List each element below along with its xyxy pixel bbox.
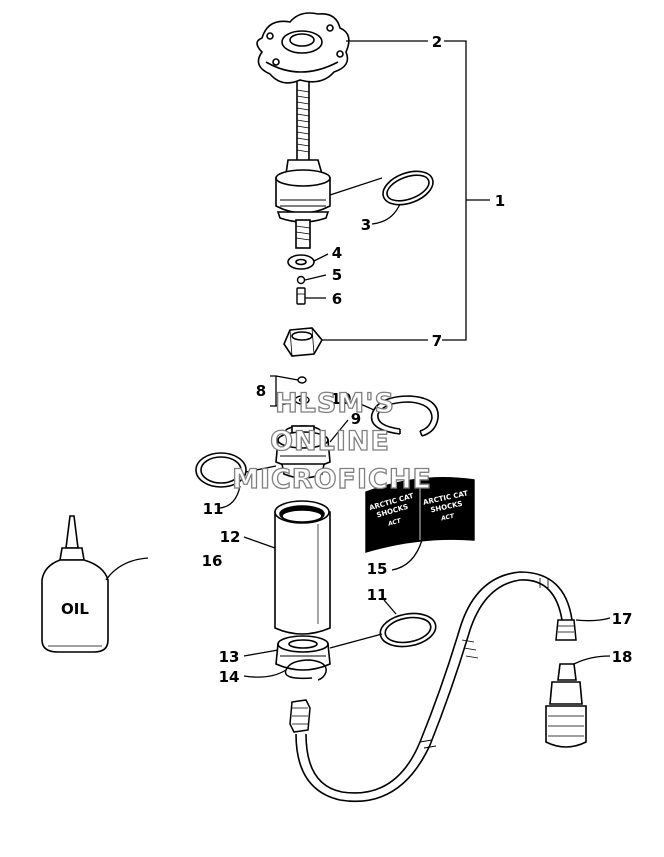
decal-left-logo: ACT (386, 517, 402, 528)
callout-13: 13 (219, 648, 240, 666)
callout-17: 17 (612, 610, 633, 628)
star-knob-assembly (256, 12, 350, 160)
oil-bottle-label: OIL (61, 600, 89, 618)
reservoir-12 (274, 500, 331, 635)
callout-10: 10 (331, 390, 352, 408)
callout-18: 18 (612, 648, 633, 666)
callout-9: 9 (351, 410, 361, 428)
callout-8: 8 (256, 382, 266, 400)
small-parts-8 (294, 376, 310, 405)
callout-1: 1 (495, 192, 505, 210)
oil-bottle-16 (41, 515, 109, 653)
callout-5: 5 (332, 266, 342, 284)
callout-3: 3 (361, 216, 371, 234)
hex-nut-7 (283, 327, 323, 357)
callout-16: 16 (202, 552, 223, 570)
watermark-line1: HLSM'S (275, 388, 395, 419)
o-ring-11-lower (379, 612, 437, 648)
callout-14: 14 (219, 668, 240, 686)
o-ring-3 (382, 170, 434, 206)
hose-fitting (289, 699, 311, 733)
callout-2: 2 (432, 33, 442, 51)
piston-head-9 (275, 425, 331, 479)
quick-coupler-18 (545, 663, 587, 748)
decal-right-logo: ACT (440, 513, 456, 523)
hose-end-fitting-17 (555, 619, 577, 641)
snap-ring-14 (284, 659, 327, 681)
hose-17 (295, 571, 573, 803)
callout-11-lower: 11 (367, 586, 388, 604)
callout-4: 4 (332, 244, 342, 262)
decal-15 (365, 477, 475, 553)
callout-15: 15 (367, 560, 388, 578)
callout-6: 6 (332, 290, 342, 308)
snap-ring-10 (370, 395, 439, 437)
callout-12: 12 (220, 528, 241, 546)
o-ring-11-top (195, 452, 247, 488)
watermark-line3: MICROFICHE (232, 464, 432, 495)
washer-4 (287, 254, 315, 270)
watermark-line2: ONLINE (270, 426, 390, 457)
ball-5 (296, 275, 306, 285)
leader-lines (105, 40, 611, 678)
pin-6 (296, 287, 306, 305)
callout-11-top: 11 (203, 500, 224, 518)
piston-body (275, 159, 331, 249)
callout-7: 7 (432, 332, 442, 350)
end-cap-13 (275, 635, 331, 671)
